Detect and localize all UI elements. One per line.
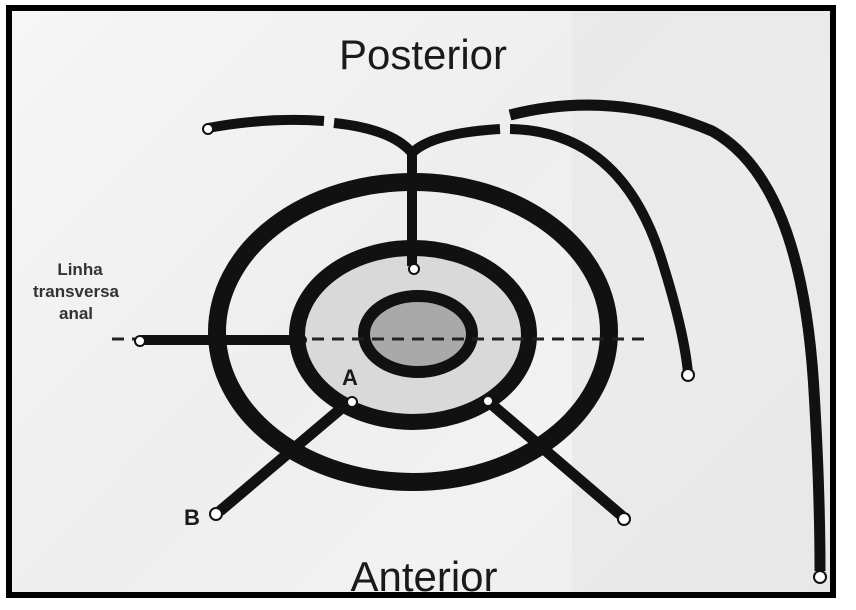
right-inner-endpoint (681, 368, 695, 382)
transverse-line-label-2: transversa (33, 282, 120, 301)
transverse-line-label-3: anal (59, 304, 93, 323)
top-arc-right-1 (408, 124, 501, 157)
left-endpoint (134, 335, 146, 347)
right-curve-outer (508, 99, 826, 572)
point-a-endpoint (346, 396, 358, 408)
point-a-label: A (342, 365, 358, 390)
lower-right-outer-endpoint (617, 512, 631, 526)
transverse-line-label-1: Linha (57, 260, 103, 279)
top-arc-left-2 (333, 118, 416, 157)
top-arc-left-1 (207, 114, 325, 133)
figure-frame: Posterior Anterior Linha transversa anal… (6, 5, 836, 598)
anterior-label: Anterior (350, 553, 497, 592)
lower-right-inner-endpoint (482, 395, 494, 407)
point-b-endpoint (209, 507, 223, 521)
point-b-label: B (184, 505, 200, 530)
posterior-label: Posterior (339, 31, 507, 78)
lower-left-bar (216, 396, 354, 516)
right-curve-inner (509, 124, 693, 374)
inner-ring (358, 290, 478, 378)
right-outer-endpoint (813, 570, 827, 584)
top-left-endpoint (202, 123, 214, 135)
stem-endpoint (408, 263, 420, 275)
lower-right-bar (486, 398, 626, 521)
anal-zones-diagram: Posterior Anterior Linha transversa anal… (33, 11, 830, 592)
